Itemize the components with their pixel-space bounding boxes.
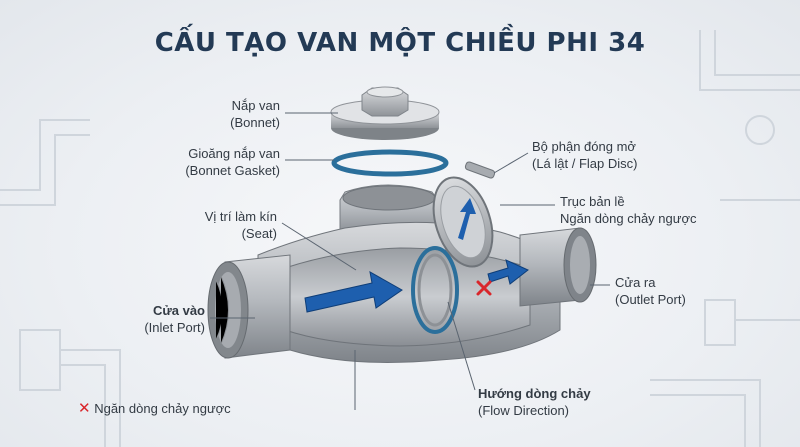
label-outlet-vi: Cửa ra	[615, 275, 656, 290]
label-seat: Vị trí làm kín (Seat)	[140, 208, 277, 242]
label-disc: Bộ phận đóng mở (Lá lật / Flap Disc)	[532, 138, 732, 172]
label-gasket: Gioăng nắp van (Bonnet Gasket)	[120, 145, 280, 179]
cross-icon: ✕	[78, 400, 91, 417]
label-bonnet: Nắp van (Bonnet)	[150, 97, 280, 131]
cross-icon	[476, 280, 492, 296]
gasket-ring	[331, 149, 449, 177]
label-inlet-en: (Inlet Port)	[144, 320, 205, 335]
leader-lines	[210, 112, 610, 410]
label-hinge-vi: Trục bản lề	[560, 194, 625, 209]
label-bonnet-vi: Nắp van	[231, 98, 280, 113]
label-inlet: Cửa vào (Inlet Port)	[90, 302, 205, 336]
label-backflow-block-text: Ngăn dòng chảy ngược	[94, 401, 231, 416]
label-outlet-en: (Outlet Port)	[615, 292, 686, 307]
label-seat-vi: Vị trí làm kín	[204, 209, 277, 224]
bonnet-part	[330, 86, 440, 140]
label-flow: Hướng dòng chảy (Flow Direction)	[478, 385, 658, 419]
label-hinge-en: Ngăn dòng chảy ngược	[560, 211, 697, 226]
label-hinge: Trục bản lề Ngăn dòng chảy ngược	[560, 193, 760, 227]
label-gasket-vi: Gioăng nắp van	[188, 146, 280, 161]
label-outlet: Cửa ra (Outlet Port)	[615, 274, 765, 308]
label-flow-vi: Hướng dòng chảy	[478, 386, 591, 401]
flow-arrows	[304, 259, 529, 313]
label-backflow-block: ✕ Ngăn dòng chảy ngược	[78, 400, 358, 417]
page-title: CẤU TẠO VAN MỘT CHIỀU PHI 34	[154, 28, 646, 58]
label-gasket-en: (Bonnet Gasket)	[185, 163, 280, 178]
label-flow-en: (Flow Direction)	[478, 403, 570, 418]
label-disc-vi: Bộ phận đóng mở	[532, 139, 636, 154]
label-inlet-vi: Cửa vào	[152, 303, 205, 318]
label-bonnet-en: (Bonnet)	[230, 115, 280, 130]
label-disc-en: (Lá lật / Flap Disc)	[532, 156, 638, 171]
flap-disc-part	[432, 161, 496, 268]
label-seat-en: (Seat)	[241, 226, 277, 241]
